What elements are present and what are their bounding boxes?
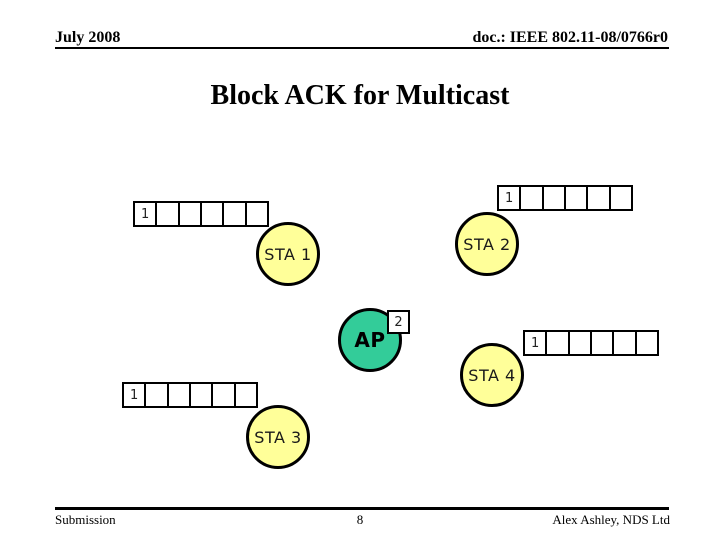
footer-rule [55, 507, 669, 510]
bitmap-cell [521, 187, 544, 209]
bitmap-cell [180, 203, 202, 225]
footer-page-number: 8 [356, 512, 364, 527]
header-doc-number: doc.: IEEE 802.11-08/0766r0 [472, 29, 668, 46]
bitmap-cell [544, 187, 566, 209]
bitmap-cell [637, 332, 657, 354]
bitmap-bar-sta3: 1 [122, 382, 258, 408]
page-title: Block ACK for Multicast [210, 80, 510, 111]
bitmap-cell [236, 384, 256, 406]
bitmap-cell: 1 [499, 187, 522, 209]
bitmap-cell [157, 203, 180, 225]
bitmap-cell: 1 [525, 332, 548, 354]
bitmap-cell [592, 332, 615, 354]
bitmap-cell [614, 332, 637, 354]
node-sta4-label: STA 4 [468, 365, 516, 385]
bitmap-cell [247, 203, 267, 225]
node-sta3: STA 3 [246, 405, 310, 469]
bitmap-cell [191, 384, 214, 406]
bitmap-cell [146, 384, 169, 406]
node-ap-label: AP [354, 328, 386, 352]
node-sta4: STA 4 [460, 343, 524, 407]
footer-submission: Submission [55, 512, 116, 527]
bitmap-bar-sta1: 1 [133, 201, 269, 227]
node-sta3-label: STA 3 [254, 427, 302, 447]
node-sta1: STA 1 [256, 222, 320, 286]
bitmap-cell [213, 384, 236, 406]
ap-sequence-badge: 2 [387, 310, 410, 334]
bitmap-bar-sta2: 1 [497, 185, 633, 211]
bitmap-cell [566, 187, 589, 209]
bitmap-cell [611, 187, 631, 209]
header-date: July 2008 [55, 29, 121, 46]
bitmap-cell [588, 187, 611, 209]
bitmap-bar-sta4: 1 [523, 330, 659, 356]
bitmap-cell [547, 332, 570, 354]
header-rule [55, 47, 669, 49]
bitmap-cell [570, 332, 592, 354]
footer-author: Alex Ashley, NDS Ltd [552, 512, 670, 527]
bitmap-cell [224, 203, 247, 225]
node-sta1-label: STA 1 [264, 244, 312, 264]
bitmap-cell [202, 203, 225, 225]
bitmap-cell: 1 [124, 384, 147, 406]
node-sta2-label: STA 2 [463, 234, 511, 254]
bitmap-cell [169, 384, 191, 406]
node-sta2: STA 2 [455, 212, 519, 276]
bitmap-cell: 1 [135, 203, 158, 225]
